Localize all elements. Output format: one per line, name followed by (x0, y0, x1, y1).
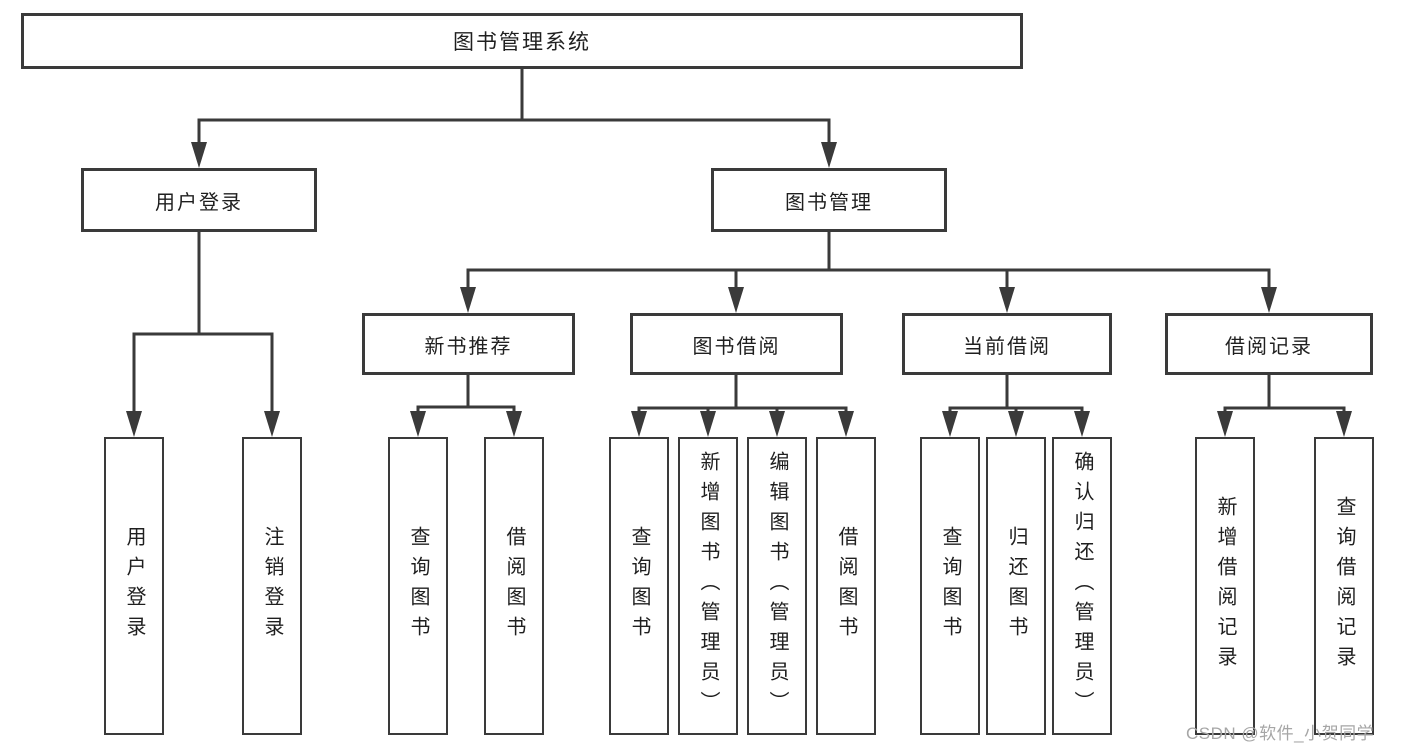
arrowhead-leaf-confirm-return (1074, 411, 1090, 437)
arrowhead-current-borrow (999, 287, 1015, 313)
node-book-borrow: 图书借阅 (630, 313, 843, 375)
leaf-borrow-book-2: 借阅图书 (816, 437, 876, 735)
arrowhead-borrow-records (1261, 287, 1277, 313)
leaf-add-borrow-record: 新增借阅记录 (1195, 437, 1255, 735)
node-root-label: 图书管理系统 (453, 31, 591, 54)
node-new-book-recommend-label: 新书推荐 (424, 335, 513, 358)
arrowhead-leaf-borrow-book-1 (506, 411, 522, 437)
arrowhead-user-login (191, 142, 207, 168)
leaf-search-borrow-record-label: 查询借阅记录 (1333, 496, 1355, 676)
leaf-add-borrow-record-label: 新增借阅记录 (1214, 496, 1236, 676)
node-borrow-records: 借阅记录 (1165, 313, 1373, 375)
leaf-borrow-book-1-label: 借阅图书 (503, 526, 525, 646)
arrowhead-leaf-search-book-2 (631, 411, 647, 437)
node-user-login: 用户登录 (81, 168, 317, 232)
leaf-borrow-book-2-label: 借阅图书 (835, 526, 857, 646)
leaf-search-book-2: 查询图书 (609, 437, 669, 735)
leaf-add-book-admin-label: 新增图书（管理员） (697, 451, 719, 721)
arrowhead-leaf-borrow-book-2 (838, 411, 854, 437)
node-root: 图书管理系统 (21, 13, 1023, 69)
connector-current-borrow-children (942, 373, 1090, 437)
leaf-add-book-admin: 新增图书（管理员） (678, 437, 738, 735)
connector-new-book-recommend-children (410, 373, 522, 437)
leaf-confirm-return-admin: 确认归还（管理员） (1052, 437, 1112, 735)
connector-user-login-children (126, 230, 280, 437)
arrowhead-leaf-edit-book (769, 411, 785, 437)
node-new-book-recommend: 新书推荐 (362, 313, 575, 375)
leaf-edit-book-admin-label: 编辑图书（管理员） (766, 451, 788, 721)
leaf-return-book: 归还图书 (986, 437, 1046, 735)
arrowhead-book-management (821, 142, 837, 168)
leaf-edit-book-admin: 编辑图书（管理员） (747, 437, 807, 735)
leaf-search-book-3-label: 查询图书 (939, 526, 961, 646)
arrowhead-leaf-add-borrow-record (1217, 411, 1233, 437)
node-book-management: 图书管理 (711, 168, 947, 232)
leaf-user-login-label: 用户登录 (123, 526, 145, 646)
arrowhead-leaf-search-borrow-record (1336, 411, 1352, 437)
leaf-user-login: 用户登录 (104, 437, 164, 735)
arrowhead-leaf-return-book (1008, 411, 1024, 437)
leaf-search-book-3: 查询图书 (920, 437, 980, 735)
arrowhead-leaf-logout (264, 411, 280, 437)
leaf-return-book-label: 归还图书 (1005, 526, 1027, 646)
connector-borrow-records-children (1217, 373, 1352, 437)
node-user-login-label: 用户登录 (155, 191, 243, 214)
leaf-logout-login: 注销登录 (242, 437, 302, 735)
leaf-search-book-1: 查询图书 (388, 437, 448, 735)
node-book-management-label: 图书管理 (785, 191, 873, 214)
watermark: CSDN @软件_小贺同学 (1186, 724, 1375, 743)
leaf-logout-login-label: 注销登录 (261, 526, 283, 646)
arrowhead-leaf-add-book (700, 411, 716, 437)
arrowhead-leaf-search-book-3 (942, 411, 958, 437)
leaf-search-book-1-label: 查询图书 (407, 526, 429, 646)
connector-root-children (191, 67, 837, 168)
arrowhead-leaf-search-book-1 (410, 411, 426, 437)
node-current-borrow: 当前借阅 (902, 313, 1112, 375)
connector-book-borrow-children (631, 373, 854, 437)
leaf-search-borrow-record: 查询借阅记录 (1314, 437, 1374, 735)
node-book-borrow-label: 图书借阅 (692, 335, 781, 358)
leaf-confirm-return-admin-label: 确认归还（管理员） (1071, 451, 1093, 721)
arrowhead-leaf-user-login (126, 411, 142, 437)
connector-book-management-children (460, 230, 1277, 313)
node-borrow-records-label: 借阅记录 (1225, 335, 1313, 358)
arrowhead-new-book-recommend (460, 287, 476, 313)
node-current-borrow-label: 当前借阅 (963, 335, 1051, 358)
arrowhead-book-borrow (728, 287, 744, 313)
leaf-search-book-2-label: 查询图书 (628, 526, 650, 646)
leaf-borrow-book-1: 借阅图书 (484, 437, 544, 735)
